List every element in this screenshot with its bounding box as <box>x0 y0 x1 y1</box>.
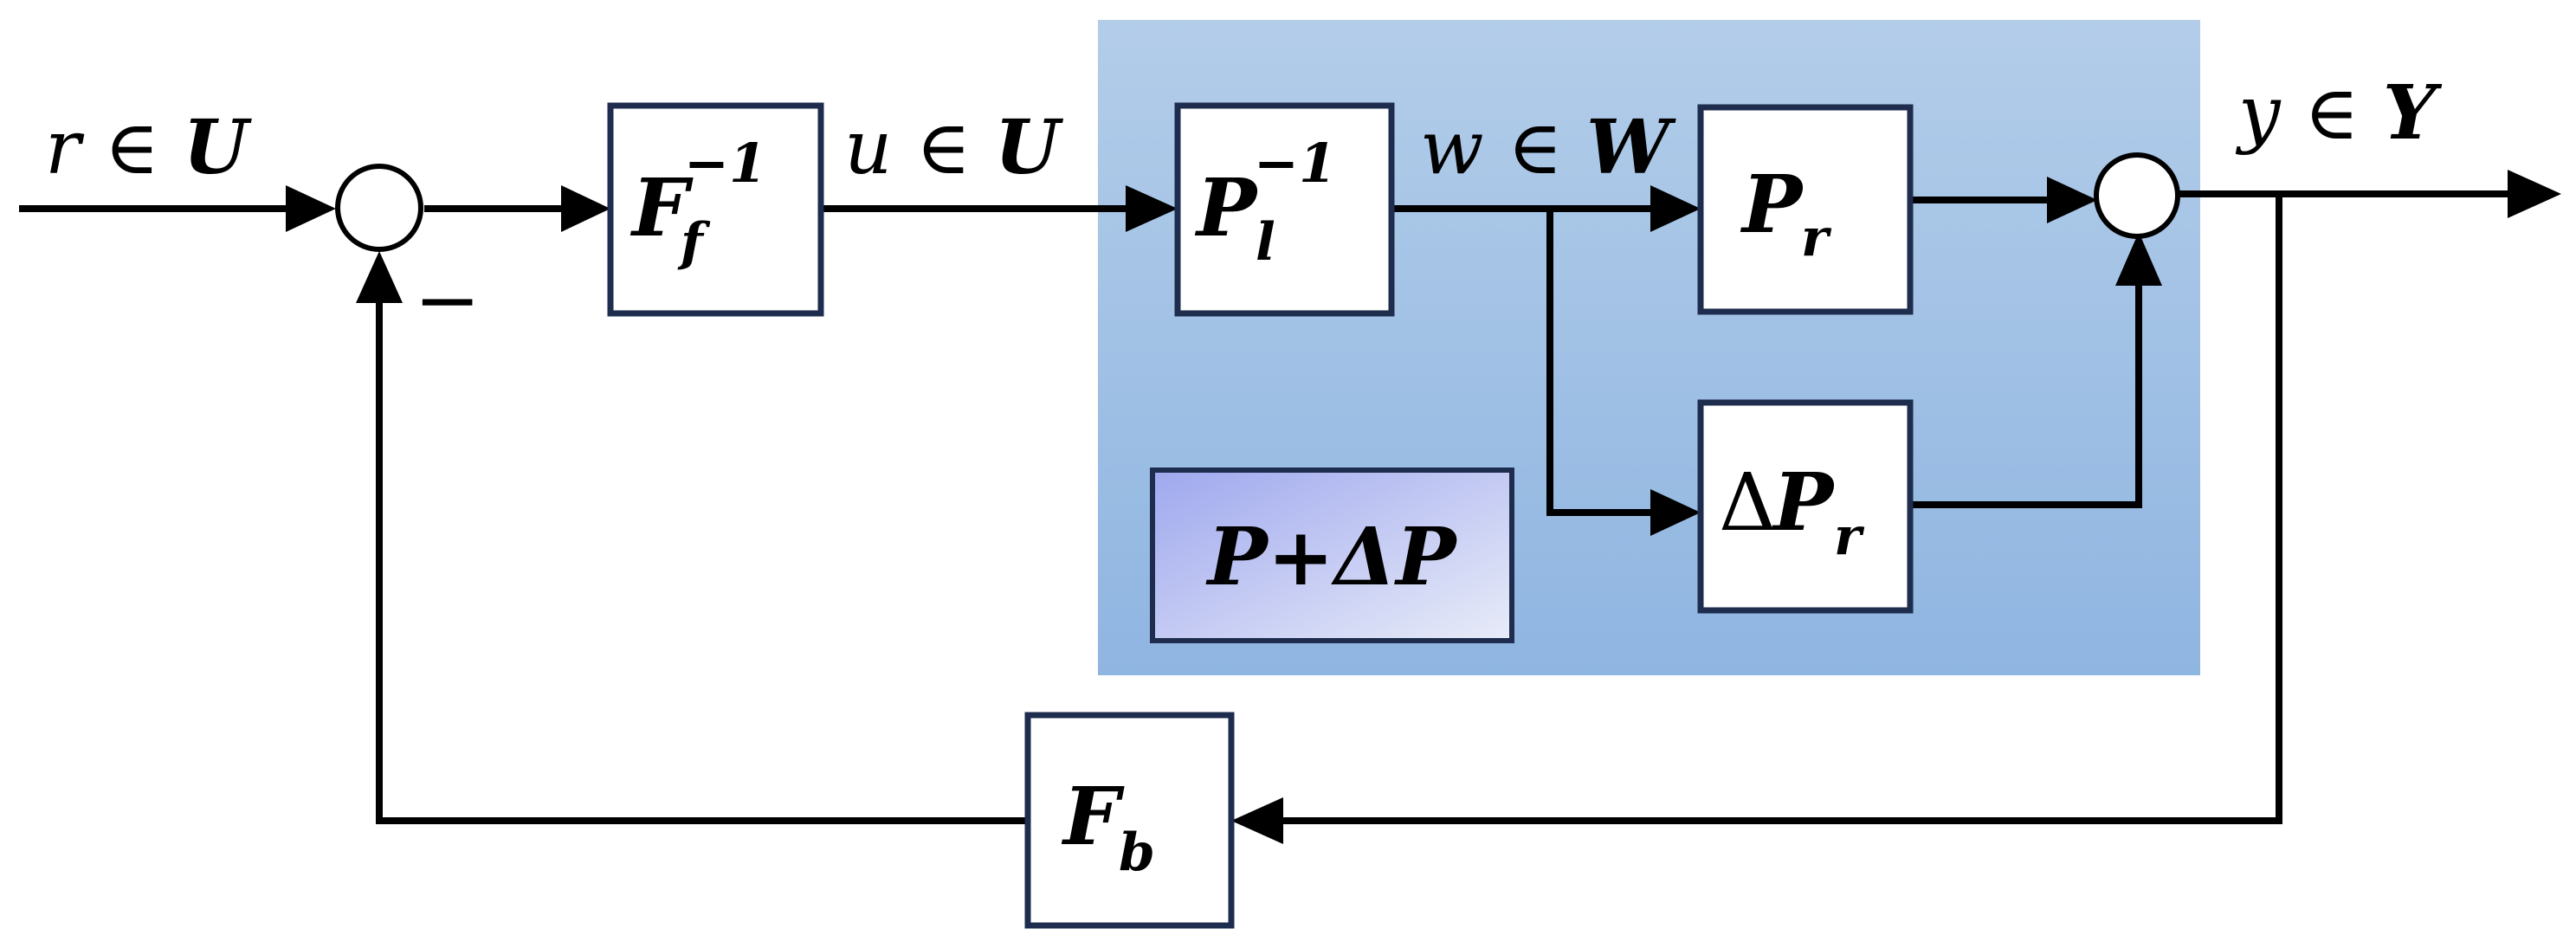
arrow-dpr-to-sum2 <box>2115 232 2162 286</box>
svg-text:F: F <box>629 161 694 255</box>
signal-label-u: u ∈ U <box>844 104 1064 191</box>
svg-text:P: P <box>1740 158 1804 251</box>
svg-text:−1: −1 <box>684 132 766 195</box>
summing-junction-output <box>2094 152 2180 239</box>
block-pr <box>1697 104 1914 315</box>
wire-w-branch <box>1546 209 1661 516</box>
wire-feedback-to-sum1 <box>376 296 1028 824</box>
signal-label-r: r ∈ U <box>45 104 252 191</box>
svg-text:l: l <box>1256 212 1275 273</box>
svg-text:b: b <box>1119 822 1155 883</box>
signal-label-w: w ∈ W <box>1420 104 1676 191</box>
svg-text:−1: −1 <box>1254 132 1336 195</box>
arrow-to-dpr <box>1650 489 1701 536</box>
block-delta-pr <box>1697 399 1914 614</box>
arrow-to-sum1 <box>356 251 403 303</box>
wire-feedback-return <box>1271 194 2282 824</box>
svg-text:P: P <box>1194 161 1259 255</box>
label-delta-pr: Δ P r <box>1719 455 1865 567</box>
svg-text:P: P <box>1771 455 1836 549</box>
label-pl-inverse: P −1 l <box>1194 132 1336 273</box>
plant-legend-box <box>1150 468 1514 643</box>
svg-text:r: r <box>1801 208 1832 268</box>
summing-junction-input <box>335 164 423 252</box>
plant-legend-label: P+ΔP <box>1205 510 1459 603</box>
wire-dpr-to-sum2 <box>1910 275 2142 508</box>
block-ff-inverse <box>607 102 824 317</box>
arrow-y-out <box>2508 170 2561 218</box>
arrow-to-pl <box>1126 185 1178 232</box>
arrow-pr-to-sum2 <box>2047 177 2097 223</box>
label-pr: P r <box>1740 158 1832 268</box>
arrow-r-in <box>286 185 336 232</box>
signal-label-y: y ∈ Y <box>2235 69 2443 157</box>
arrow-to-ff <box>561 185 610 232</box>
arrow-to-pr <box>1650 185 1701 232</box>
svg-text:Δ: Δ <box>1719 456 1776 549</box>
label-fb: F b <box>1061 770 1155 883</box>
feedback-minus-sign: − <box>414 254 481 346</box>
svg-text:F: F <box>1061 770 1125 863</box>
svg-text:r: r <box>1834 506 1865 567</box>
arrow-to-fb <box>1231 797 1283 844</box>
block-pl-inverse <box>1174 102 1395 317</box>
block-fb <box>1024 712 1235 929</box>
